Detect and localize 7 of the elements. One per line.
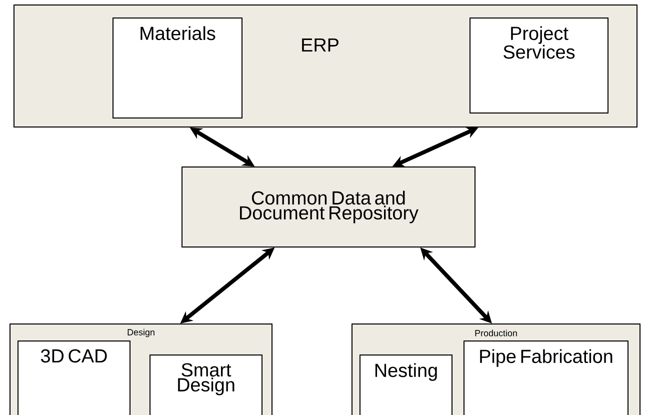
box: Smart Design xyxy=(150,354,262,415)
panel: Common Data and Document Repository xyxy=(182,166,476,248)
box: Nesting xyxy=(360,354,452,415)
box: 3D CAD xyxy=(18,340,130,415)
box: Project Services xyxy=(470,18,608,114)
box: Pipe Fabrication xyxy=(464,340,628,415)
box: Materials xyxy=(112,18,242,118)
